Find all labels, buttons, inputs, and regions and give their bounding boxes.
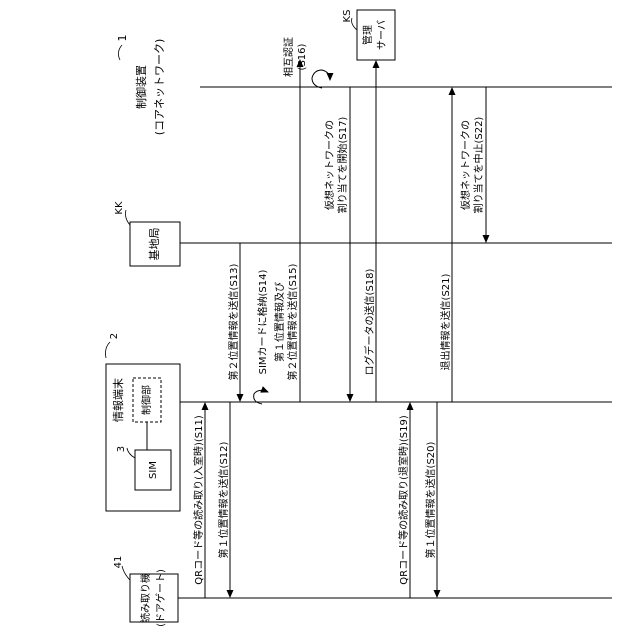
label-s11: QRコード等の読み取り(入室時)(S11) bbox=[192, 415, 205, 585]
control-sublabel: (コアネットワーク) bbox=[153, 39, 166, 136]
management-label: 管理 bbox=[361, 25, 374, 45]
reader-ref: 41 bbox=[113, 556, 124, 569]
label-s18: ログデータの送信(S18) bbox=[363, 268, 376, 375]
message-labels: QRコード等の読み取り(入室時)(S11) 第１位置情報を送信(S12) 第２位… bbox=[192, 37, 485, 585]
label-s17-line2: 割り当てを開始(S17) bbox=[336, 117, 349, 214]
control-label: 制御装置 bbox=[134, 65, 148, 109]
entity-control: 制御装置 (コアネットワーク) 1 bbox=[116, 35, 166, 136]
control-ref-leader bbox=[118, 45, 122, 60]
control-ref: 1 bbox=[116, 35, 129, 42]
label-s16-line1: 相互認証 bbox=[282, 37, 295, 77]
entity-terminal: 情報端末 制御部 SIM 3 2 bbox=[106, 333, 181, 511]
label-s20: 第１位置情報を送信(S20) bbox=[424, 441, 437, 558]
entity-base: 基地局 KK bbox=[114, 201, 180, 266]
label-s19: QRコード等の読み取り(退室時)(S19) bbox=[397, 415, 410, 585]
management-sublabel: サーバ bbox=[376, 20, 388, 50]
arrow-s16 bbox=[312, 70, 330, 88]
terminal-ref: 2 bbox=[109, 333, 120, 339]
base-label: 基地局 bbox=[148, 228, 161, 261]
label-s15-line2: 第２位置情報を送信(S15) bbox=[286, 263, 299, 380]
reader-sublabel: (ドアゲート) bbox=[155, 569, 167, 627]
base-ref: KK bbox=[114, 201, 125, 215]
label-s16-line2: (S16) bbox=[297, 43, 308, 70]
sim-label: SIM bbox=[148, 461, 159, 479]
entity-management: 管理 サーバ KS bbox=[342, 10, 395, 60]
reader-box bbox=[130, 574, 178, 622]
control-unit-label: 制御部 bbox=[140, 385, 153, 415]
reader-label: 読み取り機 bbox=[139, 573, 152, 623]
management-ref: KS bbox=[342, 10, 353, 23]
label-s22-line2: 割り当てを中止(S22) bbox=[472, 117, 485, 214]
lifelines bbox=[178, 32, 612, 598]
terminal-label: 情報端末 bbox=[111, 378, 125, 422]
entity-reader: 読み取り機 (ドアゲート) 41 bbox=[113, 556, 178, 627]
base-ref-leader bbox=[126, 210, 131, 225]
label-s21: 退出情報を送信(S21) bbox=[439, 273, 452, 370]
label-s22-line1: 仮想ネットワークの bbox=[459, 120, 472, 210]
label-s12: 第１位置情報を送信(S12) bbox=[217, 441, 230, 558]
label-s17-line1: 仮想ネットワークの bbox=[323, 120, 336, 210]
label-s14: SIMカードに格納(S14) bbox=[256, 270, 269, 375]
label-s15-line1: 第１位置情報及び bbox=[273, 282, 286, 362]
label-s13: 第２位置情報を送信(S13) bbox=[227, 263, 240, 380]
sim-ref: 3 bbox=[116, 446, 127, 452]
terminal-ref-leader bbox=[106, 342, 111, 358]
